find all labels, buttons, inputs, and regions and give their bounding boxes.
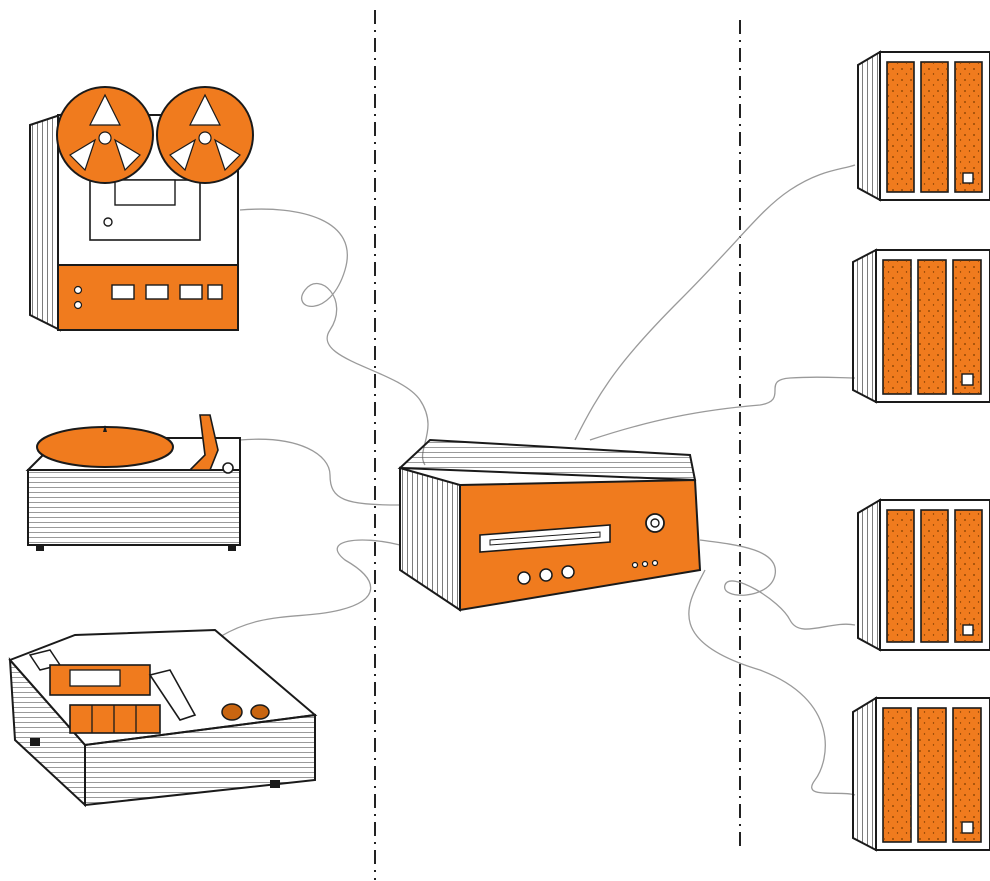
speaker-1 <box>858 52 990 200</box>
receiver <box>400 440 700 610</box>
reel-right-icon <box>157 87 253 183</box>
reel-left-icon <box>57 87 153 183</box>
cable-tape-deck <box>240 209 428 465</box>
cassette-deck <box>10 630 315 805</box>
speaker-4 <box>853 698 990 850</box>
turntable <box>28 415 240 551</box>
cable-speaker-4 <box>689 570 855 795</box>
cable-speaker-2 <box>590 377 855 440</box>
cable-speaker-3 <box>700 540 855 629</box>
cable-cassette <box>215 540 400 640</box>
reel-to-reel-tape-deck <box>30 87 253 330</box>
cables <box>215 165 855 795</box>
speaker-3 <box>858 500 990 650</box>
cable-speaker-1 <box>575 165 855 440</box>
speaker-2 <box>853 250 990 402</box>
